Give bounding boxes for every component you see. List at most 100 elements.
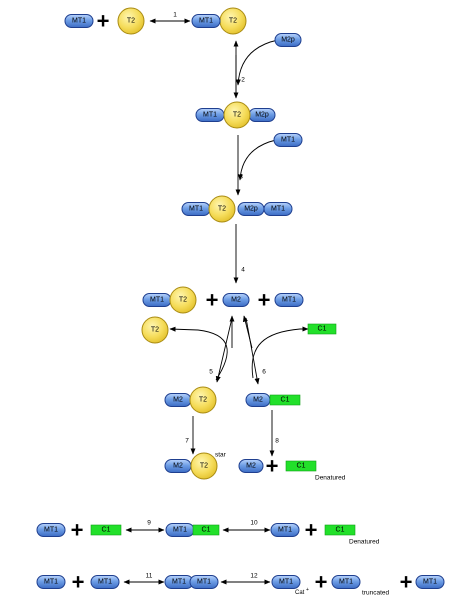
mt1-reactant-1 (64, 14, 94, 28)
t2-reactant-1 (117, 7, 145, 35)
mt1-reactant-8b-label: MT1 (98, 579, 112, 586)
mt1-complex-3a-label: MT1 (189, 206, 203, 213)
mt1-product-10-label: MT1 (278, 527, 292, 534)
mt1-incoming (273, 133, 303, 147)
m2-complex-5-label: M2 (173, 397, 183, 404)
mt1-reactant-7-label: MT1 (44, 527, 58, 534)
t2-complex-2-label: T2 (233, 112, 241, 119)
m2-final-6-label: M2 (173, 463, 183, 470)
truncated-label: truncated (362, 590, 389, 597)
m2-final-8 (238, 459, 264, 473)
step-number-3: 3 (239, 174, 243, 181)
mt1-truncated-product (331, 575, 361, 589)
t2-complex-1-label: T2 (229, 18, 237, 25)
mt1-reactant-7 (36, 523, 66, 537)
c1-final-8-label: C1 (297, 463, 306, 470)
c1-final-8 (285, 460, 317, 472)
mt1-complex-3b (263, 202, 293, 216)
m2p-incoming-label: M2p (281, 37, 295, 44)
t2-complex-5 (189, 386, 217, 414)
t2-released (141, 316, 169, 344)
c1-complex-7-label: C1 (281, 397, 290, 404)
m2-complex-7-label: M2 (253, 397, 263, 404)
t2-product-4-label: T2 (179, 297, 187, 304)
step-number-12: 12 (250, 573, 258, 580)
mt1-complex-11b-label: MT1 (197, 579, 211, 586)
step-number-1: 1 (173, 12, 177, 19)
c1-incoming-label: C1 (318, 326, 327, 333)
m2p-complex-3-label: M2p (244, 206, 258, 213)
m2-product-4-label: M2 (231, 297, 241, 304)
mt1-complex-3b-label: MT1 (271, 206, 285, 213)
cat-label: Cat (295, 590, 305, 596)
mt1-cat-product-label: MT1 (279, 579, 293, 586)
c1-complex-9 (192, 524, 220, 536)
c1-reactant-7-label: C1 (102, 527, 111, 534)
cat-superscript: + (306, 587, 309, 593)
mt1-reactant-1-label: MT1 (72, 18, 86, 25)
c1-product-10-label: C1 (336, 527, 345, 534)
t2-reactant-1-label: T2 (127, 18, 135, 25)
arrow-step-7-down (245, 317, 260, 385)
plus-sign-3: + (258, 288, 271, 313)
step-number-2: 2 (241, 77, 245, 84)
mt1-product-4b-label: MT1 (282, 297, 296, 304)
m2p-complex-2-label: M2p (255, 112, 269, 119)
t2-star-label: T2 (200, 463, 208, 470)
mt1-cat-product (271, 575, 301, 589)
plus-sign-9: + (400, 570, 413, 595)
t2-complex-5-label: T2 (199, 397, 207, 404)
t2-product-4 (169, 286, 197, 314)
mt1-reactant-8b (90, 575, 120, 589)
mt1-free-product-label: MT1 (423, 579, 437, 586)
mt1-complex-2-label: MT1 (203, 112, 217, 119)
mt1-complex-1 (191, 14, 221, 28)
step-number-5: 5 (209, 369, 213, 376)
mt1-complex-11a-label: MT1 (172, 579, 186, 586)
step-number-6: 6 (262, 369, 266, 376)
plus-sign-6: + (305, 518, 318, 543)
plus-sign-5: + (71, 518, 84, 543)
mt1-free-product (415, 575, 445, 589)
step-number-4: 4 (241, 267, 245, 274)
c1-reactant-7 (90, 524, 122, 536)
c1-product-10 (324, 524, 356, 536)
arrow-step-5-release (169, 326, 228, 381)
plus-sign-7: + (72, 570, 85, 595)
plus-sign-2: + (206, 288, 219, 313)
mt1-product-10 (270, 523, 300, 537)
t2-star (190, 452, 218, 480)
mt1-product-4b (274, 293, 304, 307)
arrow-step-3-branch (237, 139, 277, 181)
plus-sign-4: + (266, 454, 279, 479)
denatured-label-1: Denatured (315, 475, 346, 482)
arrow-step-7-up (242, 315, 253, 349)
t2-complex-2 (223, 101, 251, 129)
plus-sign-1: + (97, 9, 110, 34)
star-label: star (215, 452, 227, 459)
step-number-8: 8 (275, 438, 279, 445)
plus-sign-8: + (315, 570, 328, 595)
m2-final-8-label: M2 (246, 463, 256, 470)
t2-complex-3-label: T2 (218, 206, 226, 213)
step-number-10: 10 (250, 520, 258, 527)
m2-product-4 (222, 293, 250, 307)
denatured-label-2: Denatured (349, 539, 380, 546)
arrow-step-7-branch (251, 326, 309, 379)
arrow-step-5-down (215, 317, 233, 383)
mt1-complex-1-label: MT1 (199, 18, 213, 25)
mt1-incoming-label: MT1 (281, 137, 295, 144)
mt1-complex-11b (189, 575, 219, 589)
step-number-11: 11 (146, 573, 153, 580)
t2-complex-3 (208, 195, 236, 223)
mt1-truncated-product-label: MT1 (339, 579, 353, 586)
mt1-product-4-label: MT1 (150, 297, 164, 304)
c1-complex-7 (269, 394, 301, 406)
step-number-9: 9 (147, 520, 151, 527)
t2-released-label: T2 (151, 327, 159, 334)
arrow-step-2-branch (235, 39, 279, 86)
mt1-reactant-8a (36, 575, 66, 589)
m2p-incoming (274, 33, 302, 47)
mt1-reactant-8a-label: MT1 (44, 579, 58, 586)
c1-complex-9-label: C1 (202, 527, 211, 534)
